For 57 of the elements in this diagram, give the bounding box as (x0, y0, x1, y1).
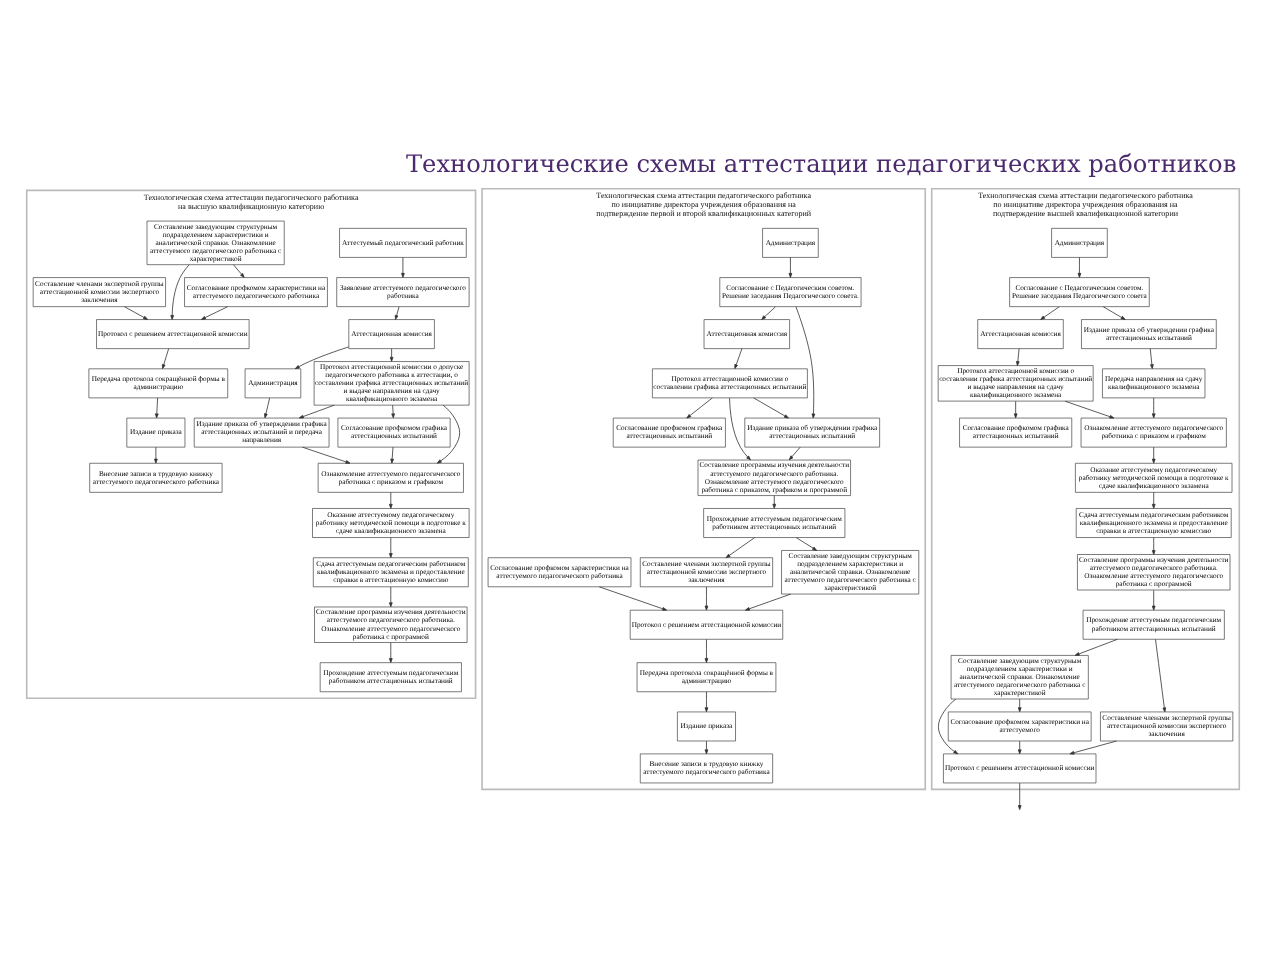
arrow (1151, 589, 1156, 611)
arrow (1016, 348, 1020, 366)
arrow (1149, 348, 1154, 370)
arrow (1102, 306, 1126, 320)
arrow (788, 257, 793, 278)
arrow (1151, 446, 1156, 464)
arrow (401, 257, 405, 278)
arrow (394, 306, 400, 320)
arrow (704, 586, 709, 611)
arrow (390, 446, 394, 464)
arrow (1069, 740, 1117, 755)
arrow (1017, 740, 1022, 755)
arrow (704, 691, 709, 713)
arrow (302, 446, 351, 464)
arrow (1017, 782, 1022, 810)
arrow (1064, 400, 1115, 419)
arrow (1077, 257, 1082, 278)
arrow (795, 537, 818, 551)
arrow (436, 404, 461, 464)
arrow (1017, 698, 1022, 713)
arrow (795, 306, 816, 419)
arrow (154, 397, 159, 419)
arrow (161, 348, 170, 370)
arrow (389, 492, 393, 509)
arrow (772, 495, 777, 509)
arrow (154, 446, 158, 464)
arrow (124, 306, 149, 320)
arrow (1155, 639, 1167, 713)
arrow (704, 639, 709, 663)
arrow (734, 348, 743, 370)
arrow (761, 306, 776, 320)
arrow (389, 586, 393, 608)
arrow (389, 537, 393, 558)
arrow (1151, 397, 1156, 419)
arrow (598, 586, 668, 611)
arrow (729, 397, 751, 461)
arrow (1013, 400, 1018, 419)
arrow (389, 348, 394, 362)
arrow (704, 740, 709, 755)
arrow (788, 446, 801, 461)
arrow (1040, 306, 1060, 320)
arrow (1151, 492, 1156, 509)
arrow (170, 264, 190, 320)
arrow (389, 642, 393, 663)
arrow (686, 397, 713, 419)
arrow (391, 404, 395, 419)
arrow (294, 346, 350, 370)
arrow (264, 397, 271, 419)
arrow (298, 404, 335, 419)
arrow (753, 397, 789, 419)
arrow (725, 537, 756, 559)
diagram-title: Технологические схемы аттестации педагогических работников (405, 149, 1237, 178)
arrow (233, 264, 245, 278)
arrow (1151, 537, 1156, 555)
arrow (200, 306, 228, 320)
arrow (1074, 638, 1118, 656)
arrow (745, 593, 792, 611)
